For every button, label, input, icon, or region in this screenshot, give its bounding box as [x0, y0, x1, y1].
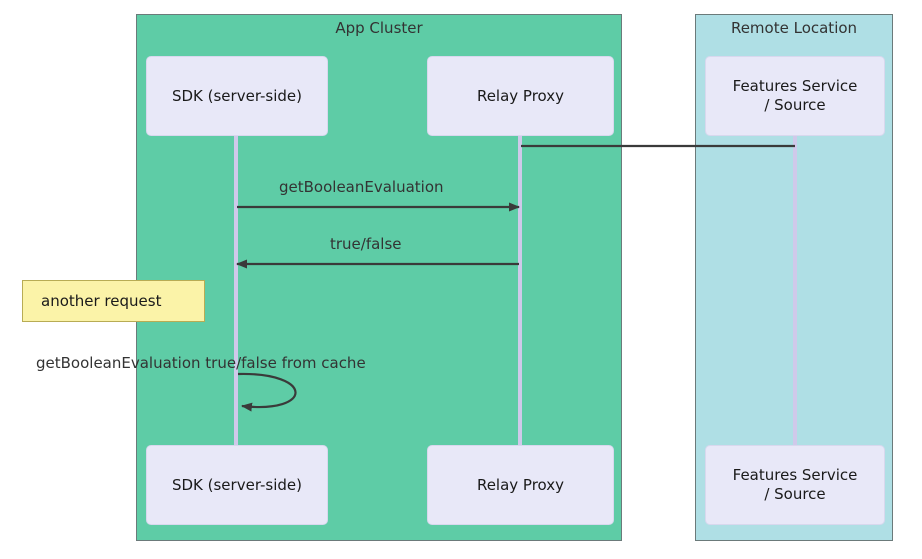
message-label-true-false: true/false: [330, 235, 402, 253]
message-label-self-cache: getBooleanEvaluation true/false from cac…: [36, 354, 366, 372]
lifeline-relay-proxy: [518, 132, 522, 449]
participant-relay-proxy-bottom[interactable]: Relay Proxy: [427, 445, 614, 525]
lifeline-sdk: [234, 132, 238, 449]
participant-sdk-top[interactable]: SDK (server-side): [146, 56, 328, 136]
participant-relay-proxy-top[interactable]: Relay Proxy: [427, 56, 614, 136]
message-label-get-boolean-evaluation: getBooleanEvaluation: [279, 178, 444, 196]
participant-sdk-bottom[interactable]: SDK (server-side): [146, 445, 328, 525]
group-remote-location-title: Remote Location: [730, 19, 858, 37]
participant-features-service-top[interactable]: Features Service / Source: [705, 56, 885, 136]
participant-features-service-bottom[interactable]: Features Service / Source: [705, 445, 885, 525]
note-another-request[interactable]: another request: [22, 280, 205, 322]
lifeline-features-service: [793, 132, 797, 449]
group-app-cluster-title: App Cluster: [335, 19, 423, 37]
